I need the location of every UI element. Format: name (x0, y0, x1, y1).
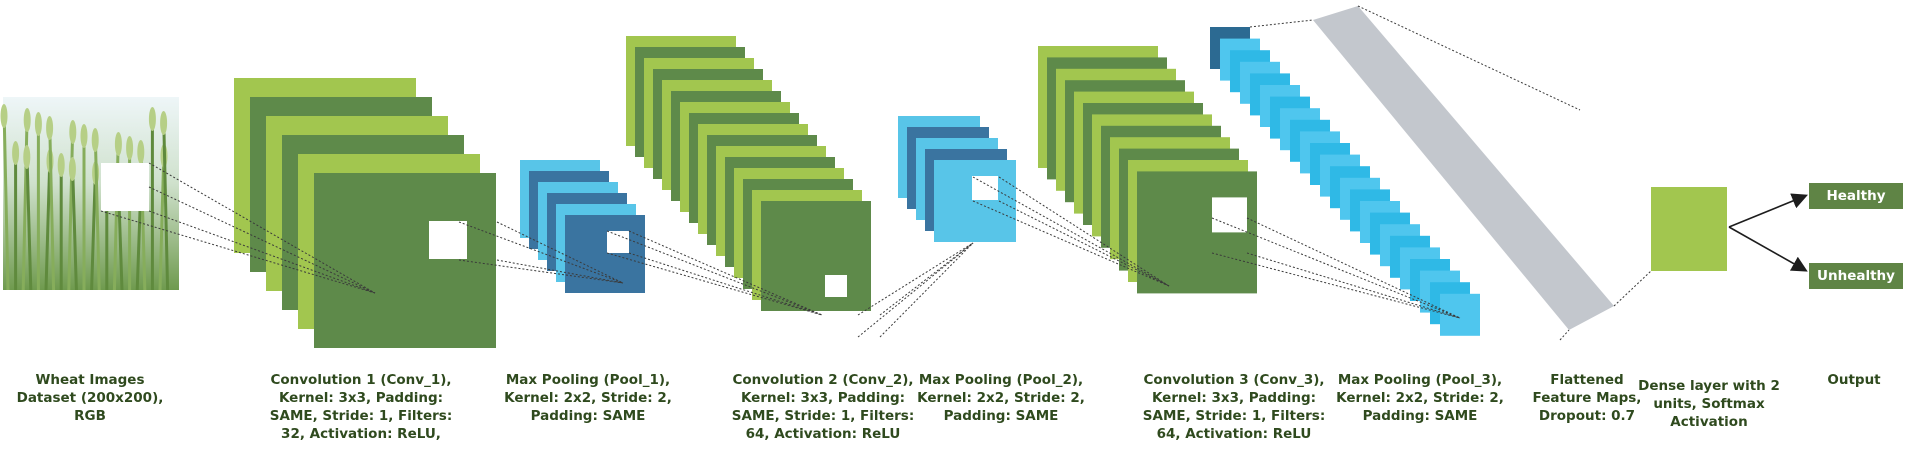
wheat-ear (160, 111, 168, 135)
connection-line (1211, 217, 1461, 319)
pool2-window (972, 176, 998, 200)
flattened-feature-maps (1313, 6, 1614, 330)
connection-line (628, 252, 823, 316)
caption-pool2: Max Pooling (Pool_2), Kernel: 2x2, Strid… (917, 372, 1085, 424)
wheat-ear (114, 132, 122, 156)
connection-line (1249, 19, 1314, 28)
stack-pool2 (898, 116, 1016, 242)
conv1-window (429, 221, 467, 259)
output-unhealthy-label: Unhealthy (1809, 263, 1903, 289)
connection-line (606, 252, 823, 316)
stack-pool1 (520, 160, 645, 293)
conv3-window (1212, 197, 1247, 233)
connection-line (1559, 329, 1570, 341)
wheat-stalk (44, 152, 52, 291)
output-healthy-label: Healthy (1809, 183, 1903, 209)
caption-conv3: Convolution 3 (Conv_3), Kernel: 3x3, Pad… (1142, 372, 1326, 442)
connection-line (148, 162, 376, 294)
connection-line (148, 186, 376, 294)
connection-line (879, 242, 974, 338)
connection-line (998, 176, 1170, 287)
conv1-layer (314, 173, 496, 348)
wheat-ear (68, 157, 76, 181)
pool2-layer (934, 160, 1016, 242)
caption-dense: Dense layer with 2 units, Softmax Activa… (1638, 378, 1780, 430)
conv2-window (825, 275, 847, 297)
caption-pool3: Max Pooling (Pool_3), Kernel: 2x2, Strid… (1336, 372, 1504, 424)
connection-line (857, 242, 974, 338)
caption-flatten: Flattened Feature Maps, Dropout: 0.7 (1532, 372, 1642, 424)
connection-lines (100, 5, 1652, 341)
stack-conv1 (234, 78, 496, 348)
wheat-stalk (70, 160, 78, 291)
wheat-stalk (112, 135, 120, 291)
wheat-ear (137, 140, 145, 164)
wheat-ear (69, 120, 77, 144)
connection-line (148, 210, 376, 294)
connection-line (857, 242, 974, 316)
wheat-stalk (21, 111, 29, 291)
caption-pool1: Max Pooling (Pool_1), Kernel: 2x2, Strid… (504, 372, 672, 424)
wheat-ear (80, 124, 88, 148)
wheat-ear (148, 107, 156, 131)
caption-input: Wheat Images Dataset (200x200), RGB (16, 372, 164, 424)
connection-line (496, 221, 624, 284)
wheat-ear (34, 112, 42, 136)
connection-line (1357, 5, 1581, 111)
stack-conv3 (1038, 46, 1257, 294)
wheat-stalk (48, 119, 56, 291)
wheat-ear (91, 128, 99, 152)
wheat-stalk (25, 148, 33, 291)
connection-line (458, 221, 624, 284)
stack-conv2 (626, 36, 871, 311)
input-image (0, 97, 179, 291)
pool3-layer (1440, 293, 1480, 336)
input-receptive-field (101, 163, 149, 211)
wheat-ear (126, 136, 134, 160)
connection-line (1211, 252, 1461, 319)
wheat-stalk (93, 131, 101, 291)
wheat-ear (12, 141, 20, 165)
wheat-ear (57, 153, 65, 177)
wheat-stalk (67, 123, 75, 291)
caption-conv2: Convolution 2 (Conv_2), Kernel: 3x3, Pad… (731, 372, 915, 442)
wheat-stalk (2, 107, 10, 291)
conv2-layer (761, 201, 871, 311)
wheat-ear (46, 116, 54, 140)
pool1-window (607, 231, 629, 253)
connection-line (606, 230, 823, 316)
connection-line (972, 176, 1170, 287)
caption-output: Output (1827, 372, 1881, 388)
wheat-ear (23, 145, 31, 169)
arrow-to-healthy (1728, 193, 1808, 228)
wheat-stalk (90, 164, 98, 291)
stack-pool3 (1210, 27, 1480, 336)
caption-conv1: Convolution 1 (Conv_1), Kernel: 3x3, Pad… (269, 372, 453, 442)
wheat-stalk (162, 114, 170, 291)
arrow-to-unhealthy (1728, 226, 1808, 272)
connection-line (1613, 270, 1652, 307)
connection-line (1246, 217, 1461, 319)
connection-line (879, 242, 974, 316)
connection-line (628, 230, 823, 316)
connection-line (496, 259, 624, 284)
dense-layer (1651, 187, 1727, 271)
connection-line (1246, 252, 1461, 319)
wheat-ear (23, 108, 31, 132)
wheat-ear (0, 104, 8, 128)
